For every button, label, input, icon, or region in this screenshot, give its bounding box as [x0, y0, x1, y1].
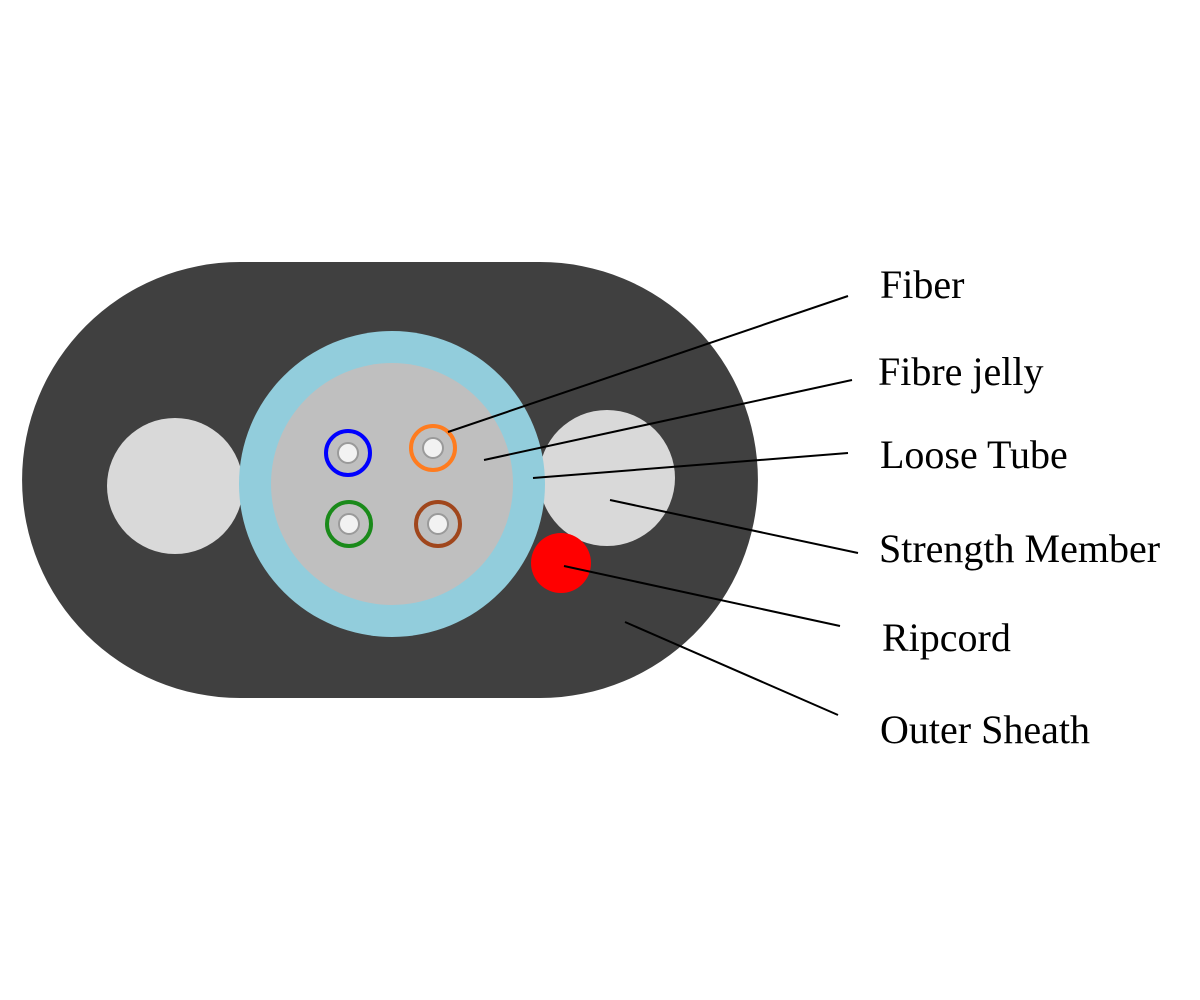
label-strength-member: Strength Member [879, 526, 1160, 571]
right-strength-member [539, 410, 675, 546]
leader-line-outer-sheath [624, 621, 839, 716]
leader-line-ripcord [563, 565, 841, 627]
fiber-blue [324, 429, 372, 477]
label-outer-sheath: Outer Sheath [880, 707, 1090, 752]
leader-line-strength-member [609, 499, 859, 554]
fibre-jelly [271, 363, 513, 605]
leader-line-loose-tube [532, 452, 849, 479]
label-ripcord: Ripcord [882, 615, 1011, 660]
fiber-orange [409, 424, 457, 472]
ripcord [531, 533, 591, 593]
label-fibre-jelly: Fibre jelly [878, 349, 1044, 394]
fiber-green [325, 500, 373, 548]
leader-line-fibre-jelly [483, 379, 853, 461]
left-strength-member [107, 418, 243, 554]
label-fiber: Fiber [880, 262, 964, 307]
leader-line-fiber [447, 295, 849, 433]
label-loose-tube: Loose Tube [880, 432, 1068, 477]
fiber-brown [414, 500, 462, 548]
